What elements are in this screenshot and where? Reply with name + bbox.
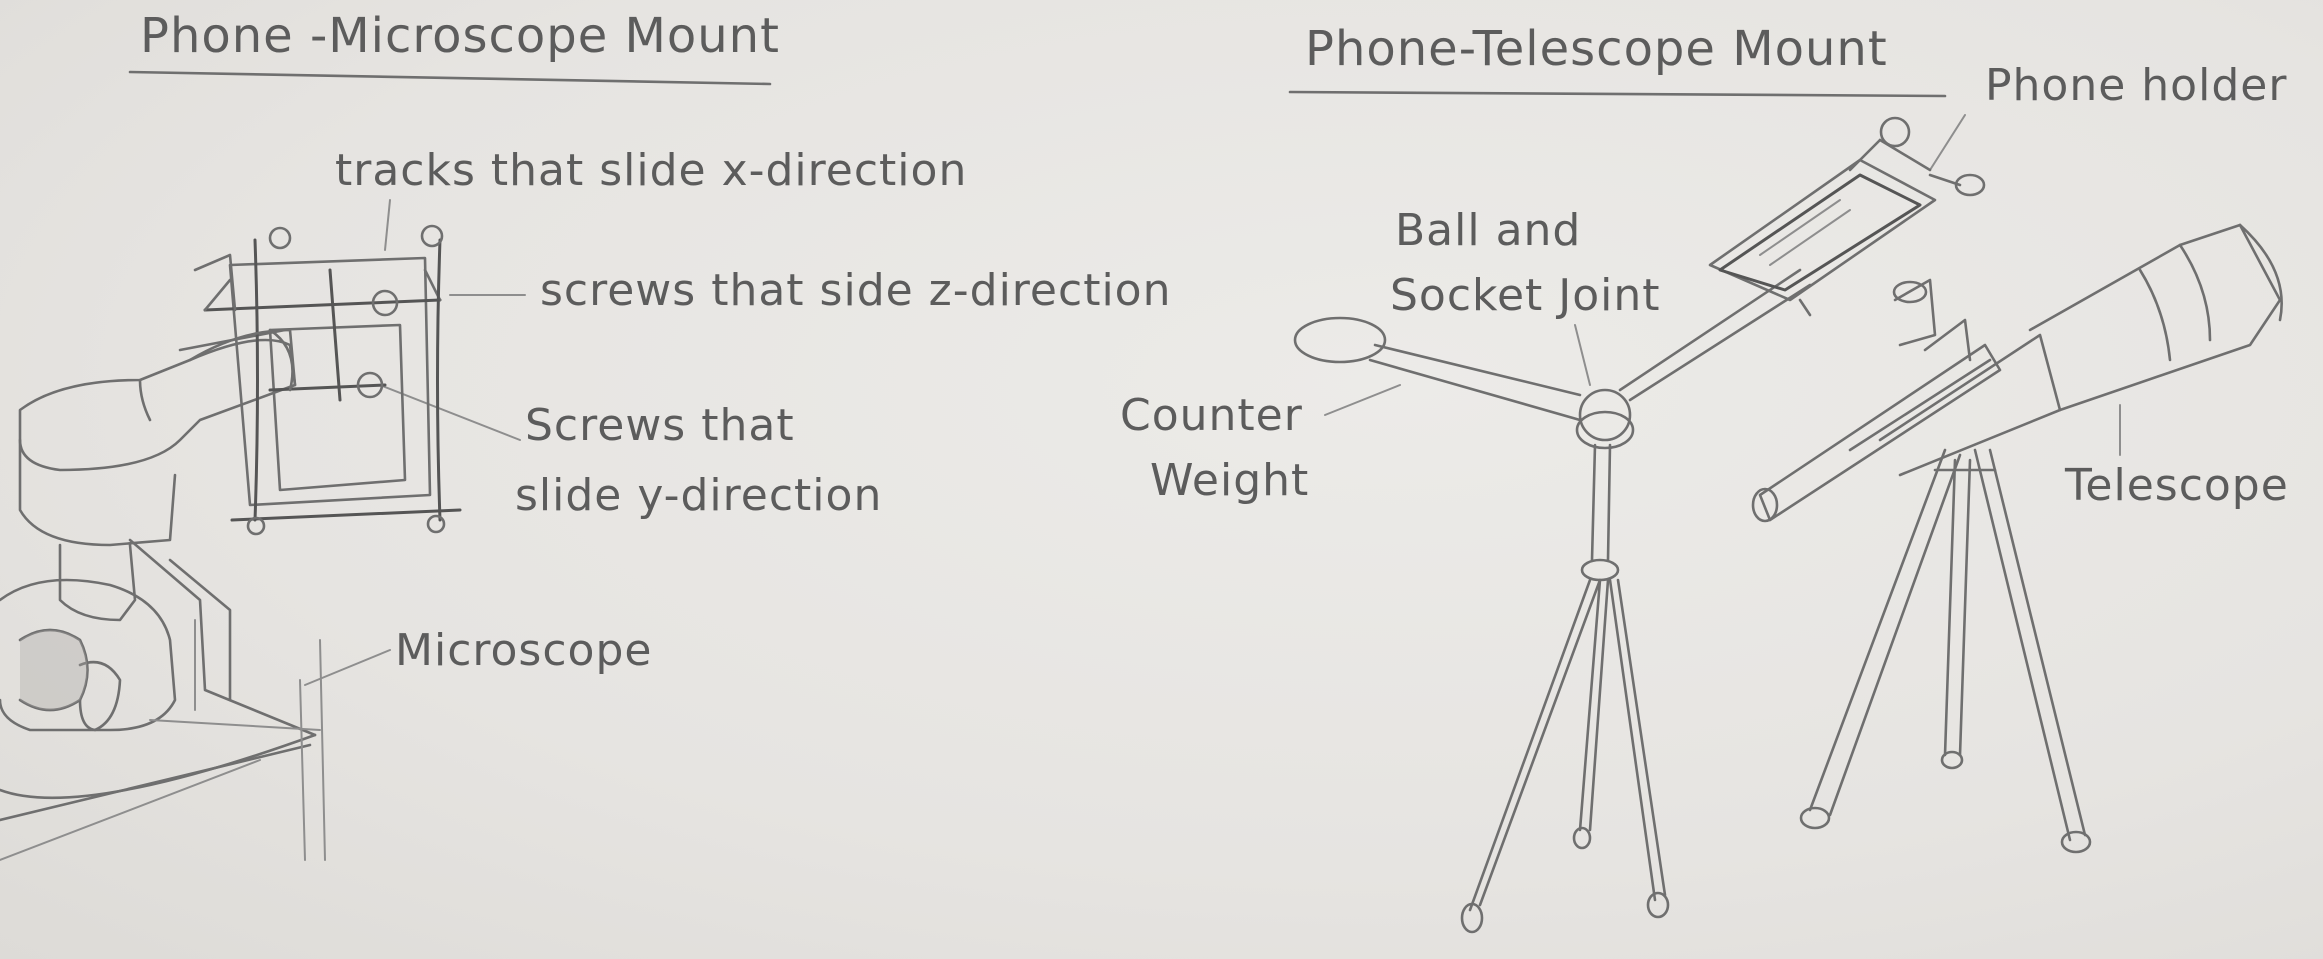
telescope-mount-sketch: Phone-Telescope Mount Phone holder Ball … (1120, 21, 2289, 934)
label-telescope: Telescope (2064, 460, 2289, 511)
microscope-mount-frame (188, 224, 462, 536)
leader-joint (1574, 324, 1591, 386)
label-joint-line1: Ball and (1395, 205, 1581, 256)
label-y-screws-line2: slide y-direction (515, 470, 882, 521)
microscope-mount-sketch: Phone -Microscope Mount tracks that slid… (0, 8, 1171, 861)
leader-counter-weight (1324, 384, 1401, 416)
microscope-drawing (0, 328, 326, 861)
microscope-mount-title: Phone -Microscope Mount (140, 8, 780, 64)
label-z-screws: screws that side z-direction (540, 265, 1171, 316)
label-counter-line2: Weight (1150, 455, 1309, 506)
phone-holder-drawing (1708, 116, 1986, 317)
label-y-screws-line1: Screws that (525, 400, 795, 451)
leader-phone-holder (1929, 114, 1966, 171)
telescope-title-underline (1288, 90, 1947, 98)
label-phone-holder: Phone holder (1985, 60, 2287, 111)
label-x-tracks: tracks that slide x-direction (335, 145, 967, 196)
label-joint-line2: Socket Joint (1390, 270, 1661, 321)
leader-x-tracks (384, 199, 391, 251)
leader-microscope (304, 649, 391, 686)
telescope-drawing (1751, 223, 2283, 854)
telescope-mount-stand (1293, 268, 1812, 934)
label-microscope: Microscope (395, 625, 652, 676)
microscope-title-underline (128, 70, 772, 86)
label-counter-line1: Counter (1120, 390, 1303, 441)
telescope-mount-title: Phone-Telescope Mount (1305, 21, 1888, 77)
